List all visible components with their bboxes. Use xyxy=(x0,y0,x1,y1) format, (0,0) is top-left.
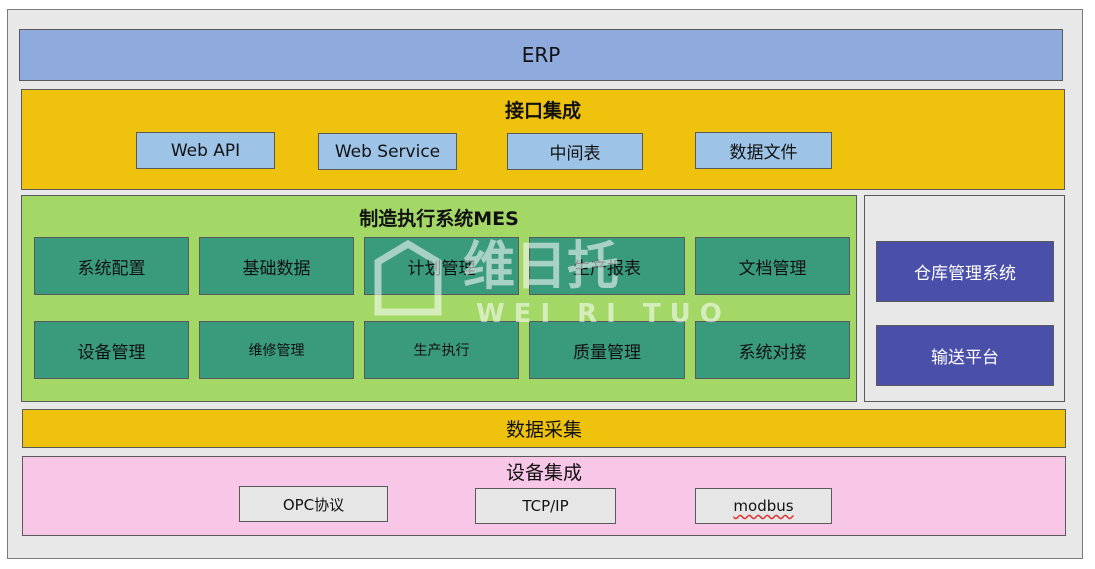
module-quality-management: 质量管理 xyxy=(529,321,685,379)
tcp-ip-label: TCP/IP xyxy=(522,497,569,515)
erp-layer: ERP xyxy=(19,29,1063,81)
module-label: 文档管理 xyxy=(738,258,807,279)
middle-table-label: 中间表 xyxy=(549,144,601,164)
web-service-label: Web Service xyxy=(334,141,441,162)
module-production-report: 生产报表 xyxy=(529,237,685,295)
module-document-management: 文档管理 xyxy=(695,237,850,295)
web-api-box: Web API xyxy=(136,132,275,169)
mes-layer: 制造执行系统MES 系统配置 基础数据 计划管理 生产报表 文档管理 设备管理 … xyxy=(21,195,857,402)
interface-integration-layer: 接口集成 Web API Web Service 中间表 数据文件 xyxy=(21,89,1065,190)
module-label: 计划管理 xyxy=(407,258,476,279)
module-label: 生产执行 xyxy=(413,343,470,359)
conveyor-platform-label: 输送平台 xyxy=(931,348,999,368)
module-label: 系统对接 xyxy=(738,342,807,363)
data-file-label: 数据文件 xyxy=(729,143,798,163)
module-system-config: 系统配置 xyxy=(34,237,189,295)
module-production-execution: 生产执行 xyxy=(364,321,519,379)
interface-integration-title: 接口集成 xyxy=(504,100,581,122)
opc-protocol-label: OPC协议 xyxy=(282,495,345,514)
module-maintenance-management: 维修管理 xyxy=(199,321,354,379)
module-label: 质量管理 xyxy=(573,342,641,363)
module-label: 基础数据 xyxy=(242,258,311,279)
module-label: 生产报表 xyxy=(573,258,641,279)
data-collection-label: 数据采集 xyxy=(505,419,582,441)
warehouse-system-box: 仓库管理系统 xyxy=(876,241,1054,302)
data-file-box: 数据文件 xyxy=(695,132,832,169)
device-integration-layer: 设备集成 OPC协议 TCP/IP modbus xyxy=(22,456,1066,536)
web-service-box: Web Service xyxy=(318,133,457,170)
mes-title: 制造执行系统MES xyxy=(359,208,519,230)
opc-protocol-box: OPC协议 xyxy=(239,486,388,522)
module-label: 设备管理 xyxy=(77,342,146,363)
tcp-ip-box: TCP/IP xyxy=(475,488,616,524)
web-api-label: Web API xyxy=(170,140,241,161)
modbus-label: modbus xyxy=(733,497,794,515)
data-collection-layer: 数据采集 xyxy=(22,409,1066,448)
modbus-box: modbus xyxy=(695,488,832,524)
module-system-docking: 系统对接 xyxy=(695,321,850,379)
erp-label: ERP xyxy=(521,43,561,67)
device-integration-title: 设备集成 xyxy=(505,462,582,484)
module-label: 维修管理 xyxy=(248,343,305,359)
module-plan-management: 计划管理 xyxy=(364,237,519,295)
conveyor-platform-box: 输送平台 xyxy=(876,325,1054,386)
warehouse-system-label: 仓库管理系统 xyxy=(914,264,1016,284)
module-base-data: 基础数据 xyxy=(199,237,354,295)
module-equipment-management: 设备管理 xyxy=(34,321,189,379)
middle-table-box: 中间表 xyxy=(507,133,643,170)
module-label: 系统配置 xyxy=(77,258,146,279)
side-systems-panel: 仓库管理系统 输送平台 xyxy=(864,195,1065,402)
